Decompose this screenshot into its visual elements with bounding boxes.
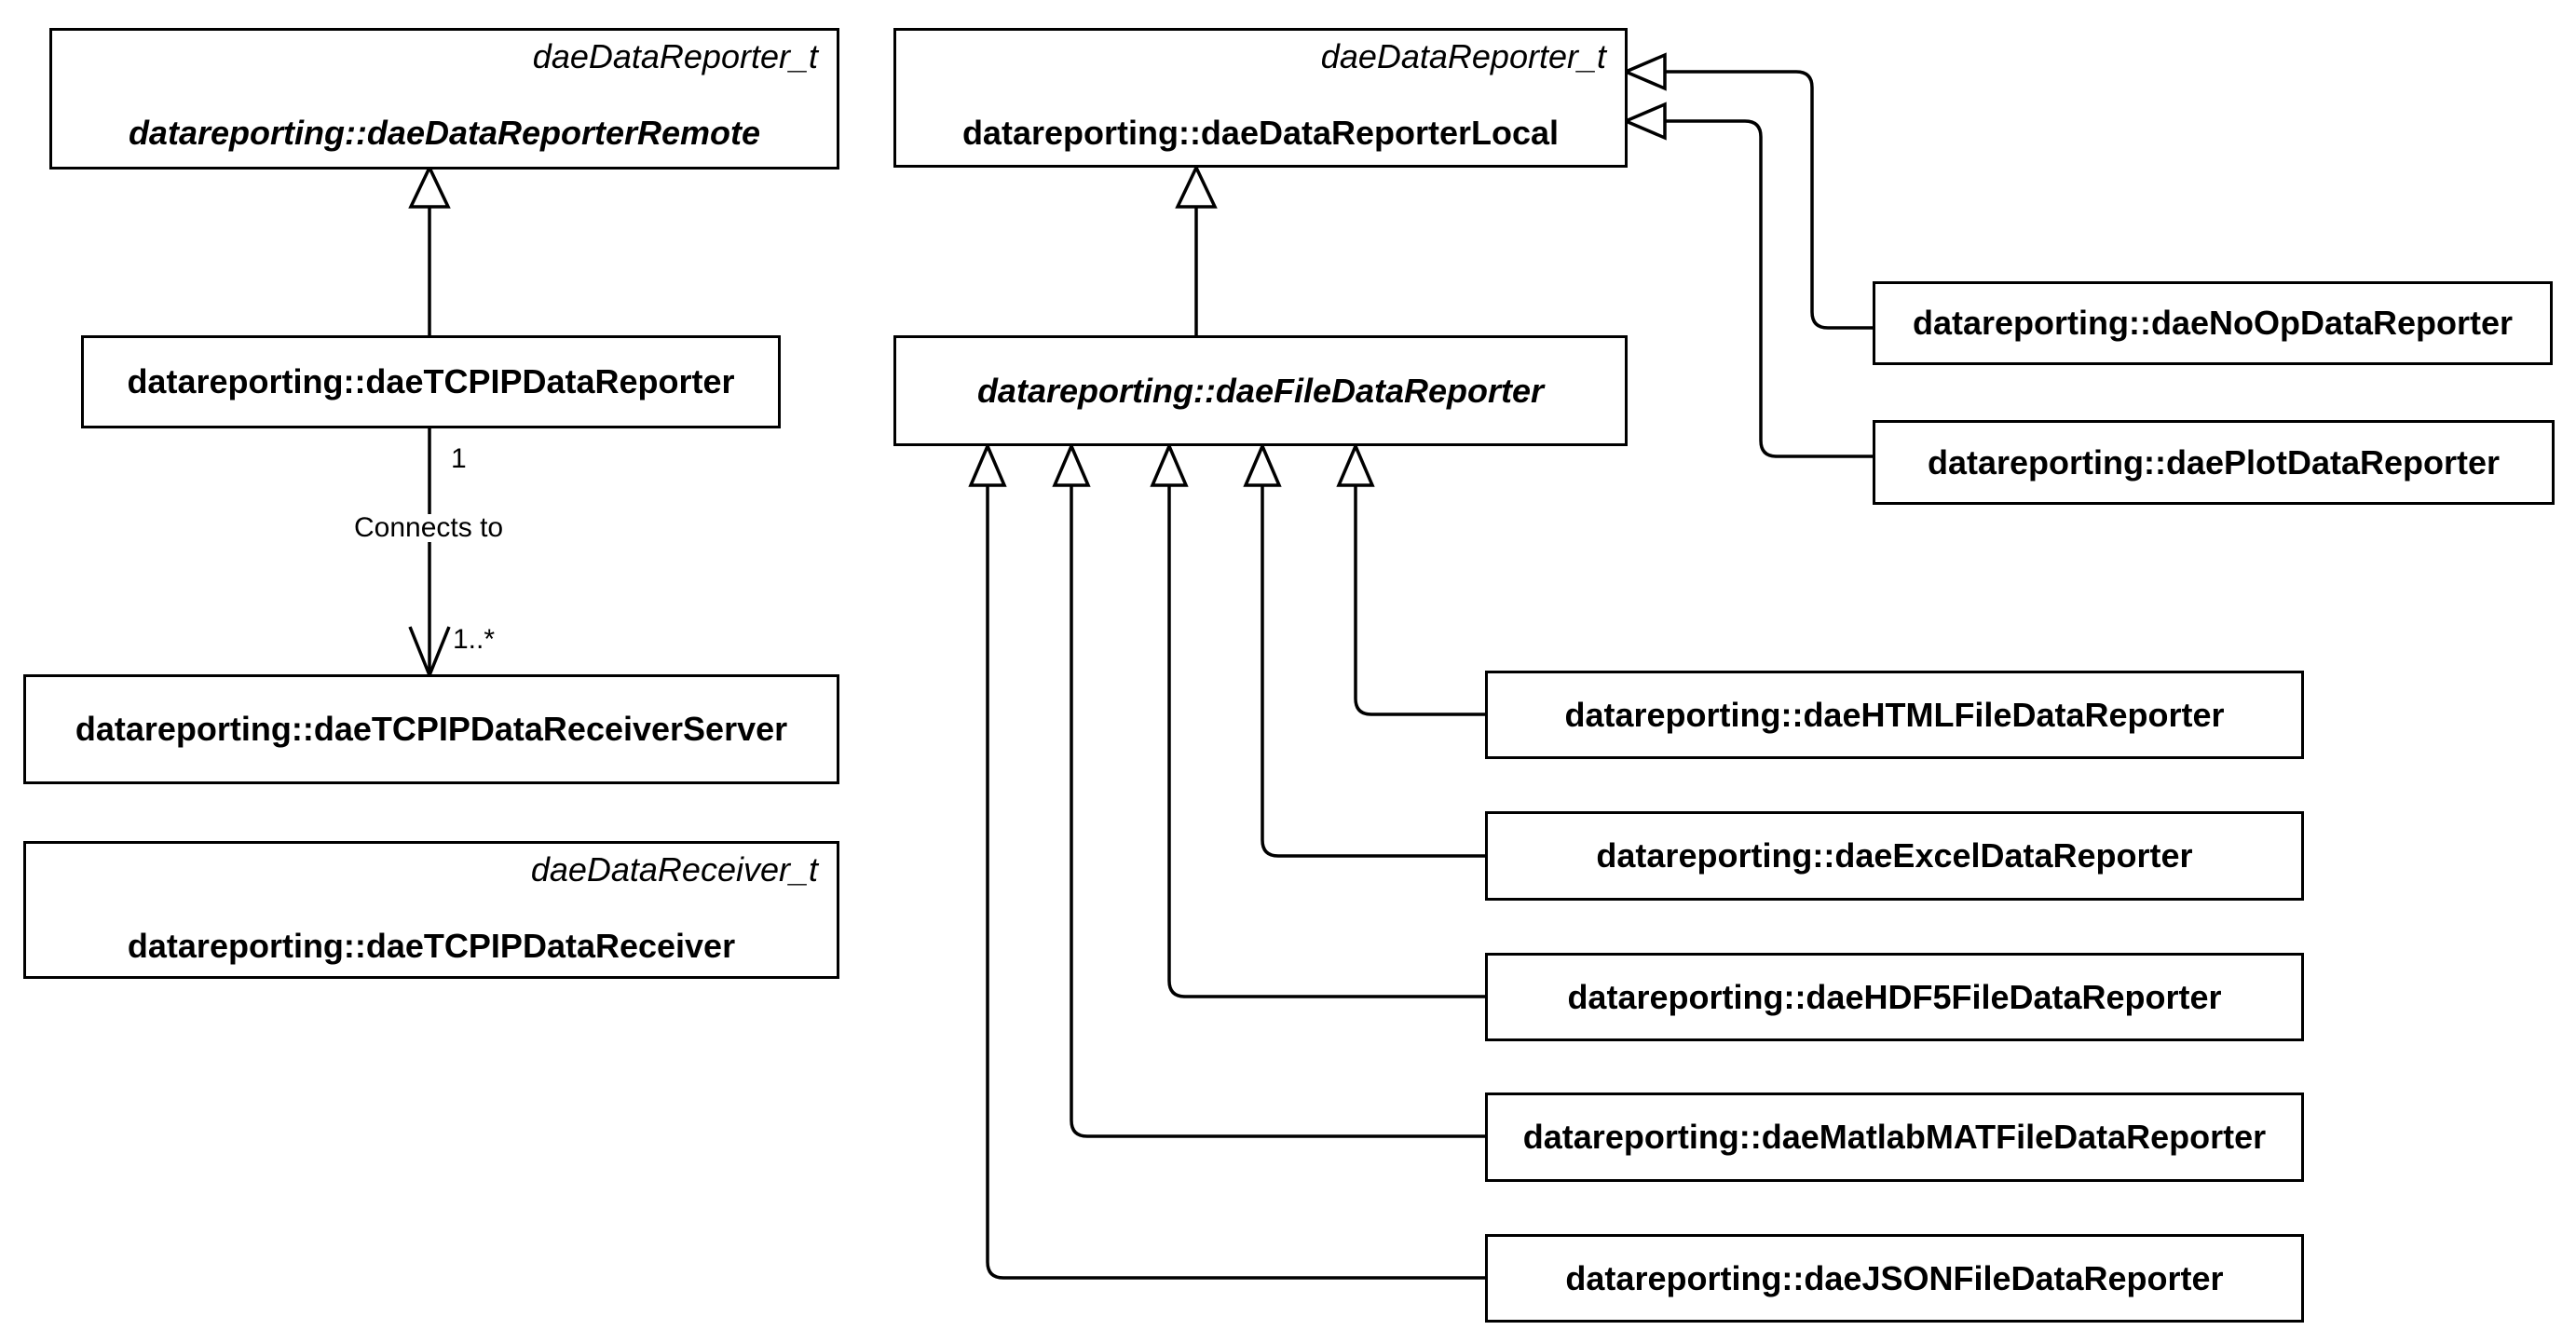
generalization-arrowhead: [1150, 441, 1189, 487]
class-stereotype: daeDataReceiver_t: [530, 850, 818, 889]
generalization-arrowhead: [1243, 441, 1282, 487]
class-name: datareporting::daeDataReporterLocal: [961, 114, 1560, 152]
class-name: datareporting::daeTCPIPDataReceiver: [127, 927, 736, 965]
class-name: datareporting::daeExcelDataReporter: [1596, 836, 2193, 875]
class-box-daeDataReporterRemote[interactable]: daeDataReporter_t datareporting::daeData…: [49, 28, 839, 170]
class-name: datareporting::daePlotDataReporter: [1927, 442, 2501, 482]
generalization-arrowhead: [1175, 163, 1218, 209]
generalization-plot-local: [1665, 119, 1873, 458]
target-multiplicity: 1..*: [453, 624, 496, 655]
class-box-daeTCPIPDataReceiver[interactable]: daeDataReceiver_t datareporting::daeTCPI…: [23, 841, 839, 979]
generalization-arrowhead: [1621, 102, 1667, 141]
generalization-json-file: [986, 485, 1485, 1280]
generalization-arrowhead: [968, 441, 1007, 487]
class-box-daePlotDataReporter[interactable]: datareporting::daePlotDataReporter: [1873, 420, 2555, 505]
generalization-matlab-file: [1070, 485, 1485, 1138]
class-name: datareporting::daeTCPIPDataReporter: [127, 362, 735, 400]
generalization-excel-file: [1261, 485, 1485, 858]
generalization-noop-local: [1665, 70, 1873, 330]
class-box-daeExcelDataReporter[interactable]: datareporting::daeExcelDataReporter: [1485, 811, 2304, 901]
class-name: datareporting::daeNoOpDataReporter: [1912, 304, 2514, 342]
class-name: datareporting::daeDataReporterRemote: [128, 114, 761, 152]
class-box-daeNoOpDataReporter[interactable]: datareporting::daeNoOpDataReporter: [1873, 281, 2553, 365]
class-stereotype: daeDataReporter_t: [1320, 37, 1606, 75]
class-name: datareporting::daeFileDataReporter: [976, 371, 1545, 410]
generalization-html-file: [1354, 485, 1485, 716]
generalization-arrowhead: [1336, 441, 1375, 487]
generalization-hdf5-file: [1167, 485, 1485, 998]
class-name: datareporting::daeHTMLFileDataReporter: [1564, 695, 2225, 734]
class-box-daeJSONFileDataReporter[interactable]: datareporting::daeJSONFileDataReporter: [1485, 1234, 2304, 1323]
class-box-daeFileDataReporter[interactable]: datareporting::daeFileDataReporter: [893, 335, 1628, 446]
class-box-daeMatlabMATFileDataReporter[interactable]: datareporting::daeMatlabMATFileDataRepor…: [1485, 1092, 2304, 1182]
class-name: datareporting::daeMatlabMATFileDataRepor…: [1522, 1118, 2267, 1156]
generalization-arrowhead: [1052, 441, 1091, 487]
generalization-arrowhead: [408, 163, 451, 209]
class-name: datareporting::daeHDF5FileDataReporter: [1567, 977, 2222, 1016]
class-box-daeTCPIPDataReceiverServer[interactable]: datareporting::daeTCPIPDataReceiverServe…: [23, 674, 839, 784]
class-box-daeDataReporterLocal[interactable]: daeDataReporter_t datareporting::daeData…: [893, 28, 1628, 168]
association-label: Connects to: [354, 512, 504, 543]
generalization-arrowhead: [1621, 52, 1667, 91]
class-name: datareporting::daeJSONFileDataReporter: [1565, 1258, 2224, 1297]
class-stereotype: daeDataReporter_t: [532, 37, 818, 75]
class-box-daeHTMLFileDataReporter[interactable]: datareporting::daeHTMLFileDataReporter: [1485, 671, 2304, 759]
source-multiplicity: 1: [451, 443, 467, 474]
class-box-daeHDF5FileDataReporter[interactable]: datareporting::daeHDF5FileDataReporter: [1485, 953, 2304, 1041]
class-box-daeTCPIPDataReporter[interactable]: datareporting::daeTCPIPDataReporter: [81, 335, 781, 428]
class-name: datareporting::daeTCPIPDataReceiverServe…: [75, 710, 788, 748]
